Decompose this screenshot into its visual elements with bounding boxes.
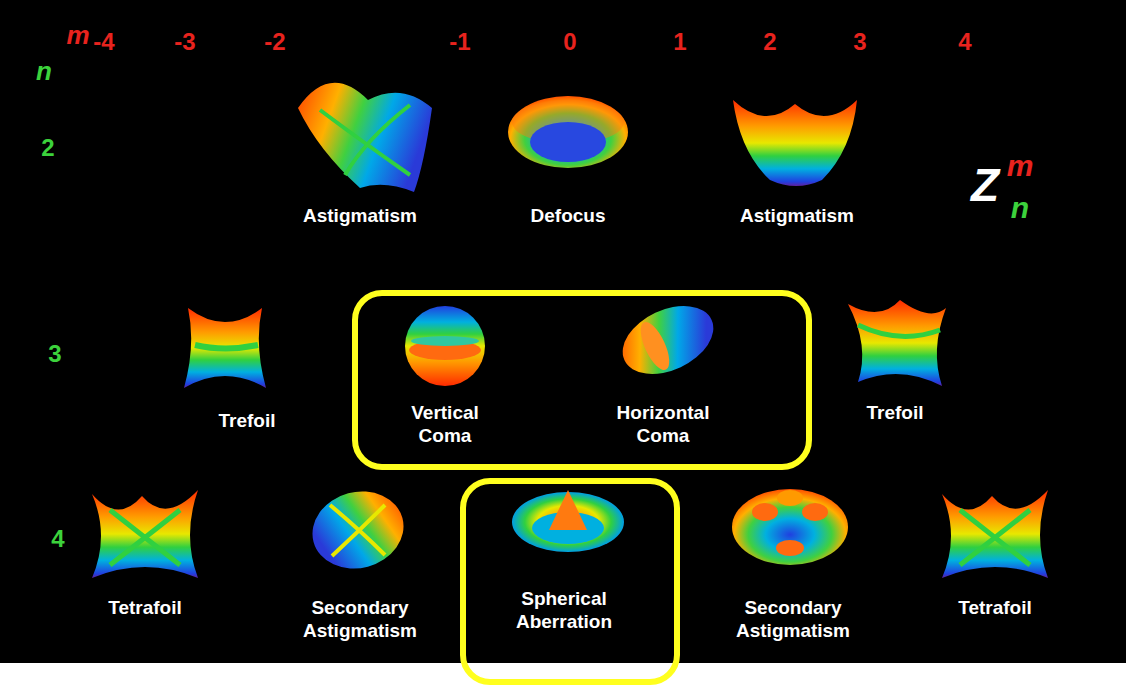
index-label: 2 [763,28,776,57]
horizontal-coma-surface [612,293,724,388]
index-label: -2 [264,28,285,57]
index-label: m [1007,148,1034,184]
trefoil-surface [184,308,266,388]
aberration-name: Defocus [531,205,606,228]
aberration-name: Tetrafoil [958,597,1032,620]
astigmatism-surface [298,83,432,192]
trefoil-surface [848,300,946,386]
vertical-coma-surface [405,306,485,386]
index-label: 4 [958,28,971,57]
astigmatism-surface [733,100,857,186]
aberration-name: Astigmatism [740,205,854,228]
index-label: -3 [174,28,195,57]
index-label: 4 [51,525,64,554]
index-label: 3 [853,28,866,57]
index-label: 2 [41,134,54,163]
index-label: n [36,56,52,87]
aberration-name: Tetrafoil [108,597,182,620]
index-label: Z [971,158,999,213]
aberration-name: Vertical Coma [411,402,479,448]
highlight-box: Vertical Coma Horizontal Coma [352,290,812,470]
aberration-name: Trefoil [218,410,275,433]
index-label: 3 [48,340,61,369]
index-label: -4 [93,28,114,57]
aberration-name: Astigmatism [303,205,417,228]
tetrafoil-surface [92,490,198,578]
index-label: -1 [449,28,470,57]
spherical-aberration-surface [512,490,624,552]
secondary-astigmatism-surface [304,481,413,578]
defocus-surface [508,96,628,168]
secondary-astigmatism-surface [732,489,848,565]
index-label: 0 [563,28,576,57]
index-label: n [1011,190,1029,226]
aberration-name: Horizontal Coma [617,402,710,448]
highlight-box: Spherical Aberration [460,478,680,685]
index-label: m [66,20,89,51]
aberration-name: Secondary Astigmatism [303,597,417,643]
aberration-name: Trefoil [866,402,923,425]
aberration-name: Spherical Aberration [516,588,612,634]
index-label: 1 [673,28,686,57]
aberration-name: Secondary Astigmatism [736,597,850,643]
tetrafoil-surface [942,490,1048,578]
